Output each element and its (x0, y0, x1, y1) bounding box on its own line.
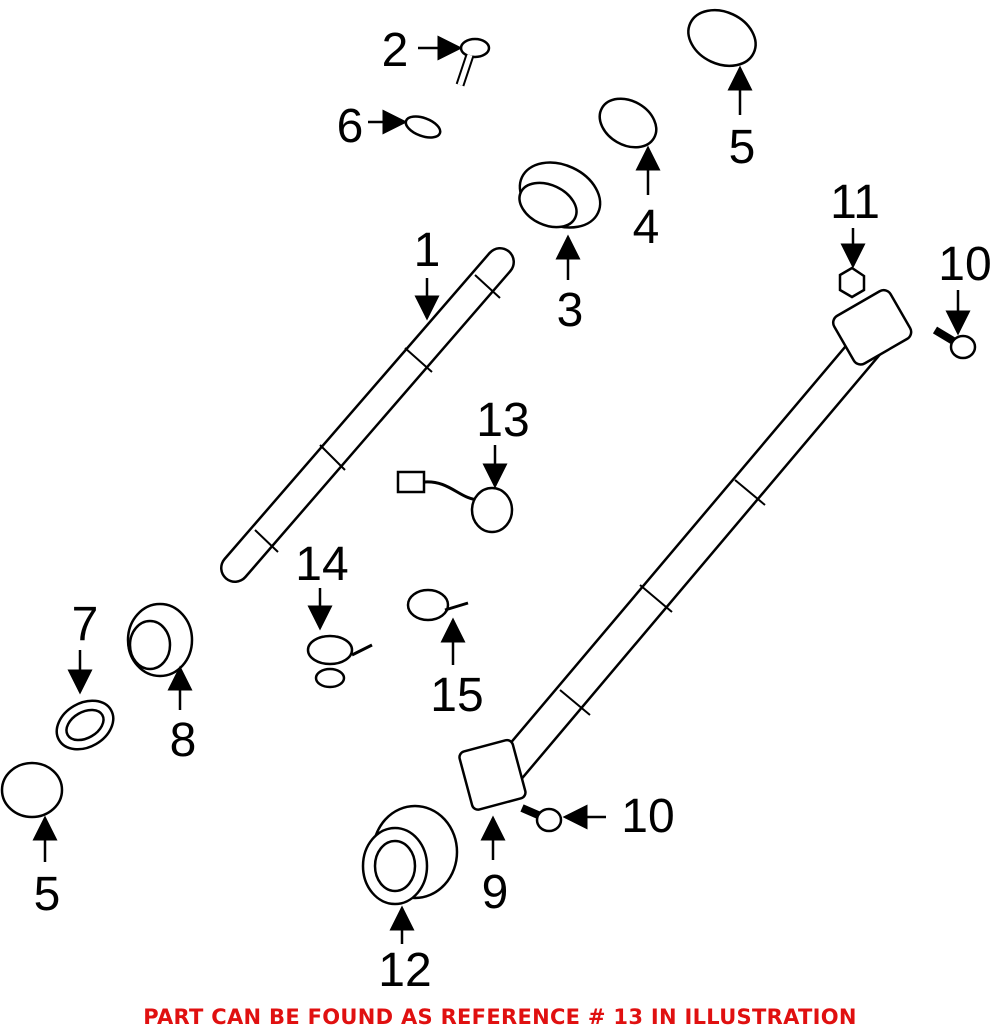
part-5-upper-seal (687, 8, 757, 68)
callout-5-upper: 5 (729, 121, 756, 174)
callout-10-upper: 10 (938, 238, 991, 291)
callout-6: 6 (337, 100, 364, 153)
callout-2: 2 (382, 24, 409, 77)
callout-4: 4 (633, 201, 660, 254)
callout-12: 12 (378, 944, 431, 997)
part-2-bolt (455, 37, 491, 87)
part-4-ring (598, 97, 658, 149)
callout-1: 1 (414, 224, 441, 277)
part-10-lower-bolt (520, 804, 563, 833)
part-6-washer (404, 115, 442, 139)
callout-14: 14 (295, 538, 348, 591)
part-8-boot (126, 602, 194, 678)
callout-9: 9 (482, 866, 509, 919)
callout-13: 13 (476, 394, 529, 447)
reference-note: PART CAN BE FOUND AS REFERENCE # 13 IN I… (143, 1005, 857, 1029)
part-3-bearing (518, 161, 602, 229)
callout-7: 7 (72, 598, 99, 651)
callout-5-lower: 5 (34, 868, 61, 921)
part-7-spring (55, 699, 115, 751)
part-12-boot (361, 804, 459, 906)
part-11-nut (838, 266, 866, 299)
callout-10-lower: 10 (621, 790, 674, 843)
part-5-lower-seal (0, 761, 64, 819)
upper-steering-shaft (220, 247, 515, 583)
intermediate-shaft (458, 288, 913, 811)
callout-11: 11 (830, 176, 880, 229)
callout-15: 15 (430, 669, 483, 722)
part-14-clip (306, 634, 373, 689)
part-10-upper-bolt (932, 326, 977, 360)
callout-arrows (32, 35, 971, 944)
callout-8: 8 (170, 714, 197, 767)
part-15-clamp (406, 588, 469, 622)
callout-3: 3 (557, 284, 584, 337)
